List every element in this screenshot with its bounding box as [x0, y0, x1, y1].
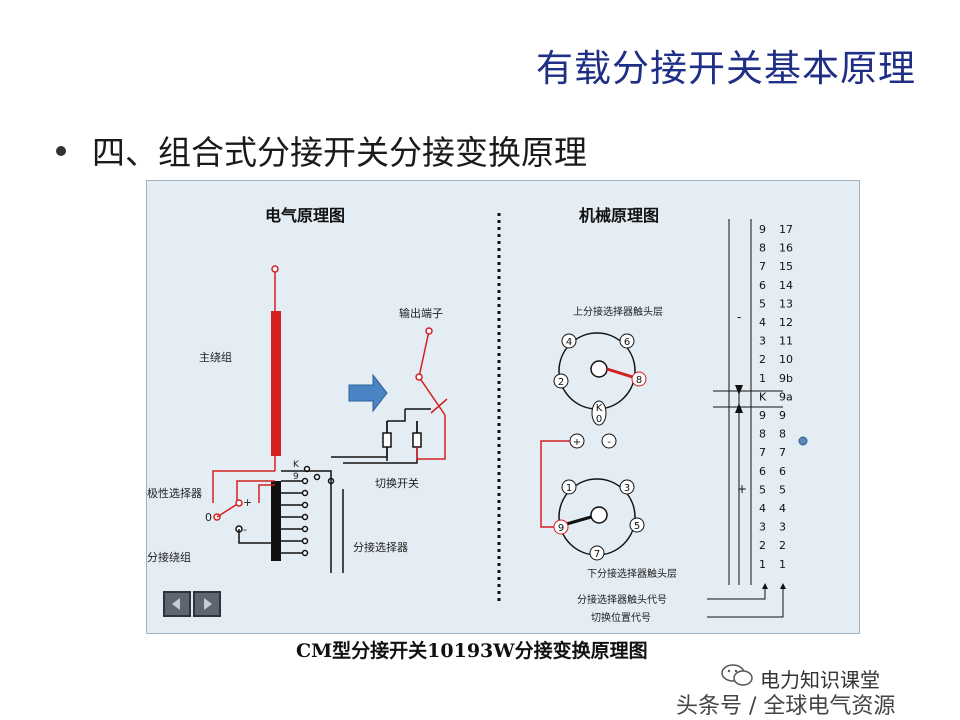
svg-text:-: -	[607, 437, 611, 448]
scale-right-label: 2	[779, 539, 786, 552]
contact-code-label: 分接选择器触头代号	[577, 593, 667, 606]
prev-button[interactable]	[163, 591, 191, 617]
svg-text:-: -	[737, 310, 741, 324]
direction-arrow-icon	[348, 373, 388, 413]
scale-left-label: 4	[759, 316, 766, 329]
scale-right-label: 17	[779, 223, 793, 236]
tap-selector-label: 分接选择器	[353, 540, 408, 554]
scale-right-label: 13	[779, 297, 793, 310]
bullet-dot-icon	[56, 145, 66, 156]
svg-text:-: -	[243, 523, 247, 536]
svg-text:9: 9	[558, 523, 564, 534]
scale-right-label: 6	[779, 465, 786, 478]
svg-text:+: +	[243, 496, 252, 509]
scale-left-label: 3	[759, 521, 766, 534]
svg-text:+: +	[573, 437, 581, 448]
svg-text:8: 8	[636, 375, 642, 386]
svg-text:K: K	[596, 403, 603, 414]
scale-left-label: 8	[759, 242, 766, 255]
next-button[interactable]	[193, 591, 221, 617]
svg-text:4: 4	[566, 337, 572, 348]
polarity-selector-label: 极性选择器	[147, 486, 202, 500]
scale-left-label: 5	[759, 297, 766, 310]
svg-text:6: 6	[624, 337, 630, 348]
scale-left-label: K	[759, 390, 767, 403]
bullet-item: 四、组合式分接开关分接变换原理	[56, 126, 587, 174]
scale-right-label: 14	[779, 279, 793, 292]
scale-left-label: 6	[759, 279, 766, 292]
diverter-switch-label: 切换开关	[375, 476, 419, 490]
scale-right-label: 12	[779, 316, 793, 329]
svg-text:0: 0	[205, 511, 212, 524]
lower-layer-label: 下分接选择器触头层	[587, 567, 677, 580]
scale-left-label: 6	[759, 465, 766, 478]
watermark-source: 头条号 / 全球电气资源	[676, 694, 896, 719]
scale-right-label: 9b	[779, 372, 793, 385]
main-winding-coil	[271, 311, 281, 456]
prev-icon	[172, 598, 180, 610]
slide-title: 有载分接开关基本原理	[536, 47, 916, 90]
svg-text:1: 1	[566, 483, 572, 494]
scale-right-label: 9	[779, 409, 786, 422]
tap-selector-taps	[281, 477, 309, 557]
svg-text:5: 5	[634, 521, 640, 532]
next-icon	[204, 598, 212, 610]
svg-text:2: 2	[558, 377, 564, 388]
svg-text:K: K	[293, 460, 300, 470]
position-indicator	[798, 436, 808, 446]
scale-right-label: 15	[779, 260, 793, 273]
position-code-label: 切换位置代号	[591, 611, 651, 624]
scale-left-label: 5	[759, 483, 766, 496]
svg-text:0: 0	[596, 414, 602, 425]
svg-text:3: 3	[624, 483, 630, 494]
svg-text:+: +	[737, 482, 747, 496]
mechanical-title: 机械原理图	[579, 206, 659, 225]
scale-left-label: 8	[759, 428, 766, 441]
scale-right-label: 3	[779, 521, 786, 534]
scale-right-label: 9a	[779, 390, 793, 403]
scale-right-label: 11	[779, 335, 793, 348]
tap-winding-label: 分接绕组	[147, 550, 191, 564]
scale-left-label: 1	[759, 372, 766, 385]
figure-caption: CM型分接开关10193W分接变换原理图	[296, 640, 648, 662]
output-terminal-label: 输出端子	[399, 306, 443, 320]
wechat-logo-icon	[721, 664, 753, 686]
scale-left-label: 4	[759, 502, 766, 515]
scale-left-label: 2	[759, 539, 766, 552]
scale-left-label: 1	[759, 558, 766, 571]
scale-right-label: 1	[779, 558, 786, 571]
scale-right-label: 4	[779, 502, 786, 515]
electrical-title: 电气原理图	[265, 206, 345, 225]
tap-winding-coil	[271, 481, 281, 561]
scale-left-label: 7	[759, 446, 766, 459]
bullet-text: 四、组合式分接开关分接变换原理	[92, 133, 587, 172]
scale-left-label: 9	[759, 223, 766, 236]
scale-left-label: 3	[759, 335, 766, 348]
schematic-diagram: 电气原理图 机械原理图 主绕组 分接绕组 极性选择器 0 + -	[146, 180, 860, 634]
watermark-account: 电力知识课堂	[760, 668, 880, 692]
upper-layer-label: 上分接选择器触头层	[573, 305, 663, 318]
svg-text:9: 9	[293, 472, 299, 482]
svg-text:7: 7	[594, 549, 600, 560]
scale-left-label: 9	[759, 409, 766, 422]
scale-left-label: 7	[759, 260, 766, 273]
main-winding-label: 主绕组	[199, 350, 232, 364]
scale-left-label: 2	[759, 353, 766, 366]
scale-right-label: 8	[779, 428, 786, 441]
scale-right-label: 5	[779, 483, 786, 496]
scale-right-label: 16	[779, 242, 793, 255]
scale-right-label: 7	[779, 446, 786, 459]
scale-right-label: 10	[779, 353, 793, 366]
